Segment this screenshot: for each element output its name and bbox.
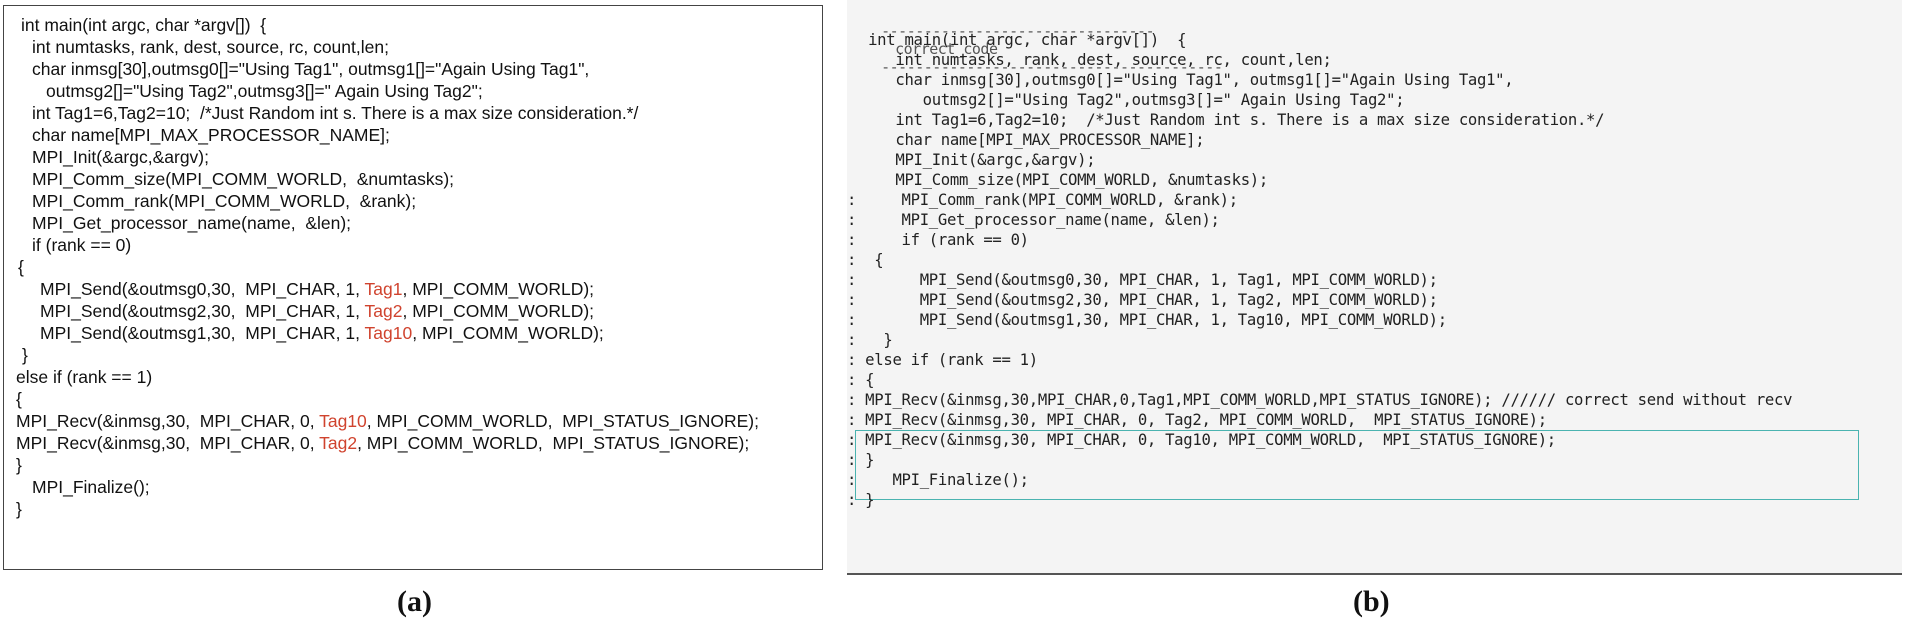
highlight-box (855, 430, 1859, 500)
code-text: , MPI_COMM_WORLD); (402, 301, 595, 321)
code-text: , MPI_COMM_WORLD, MPI_STATUS_IGNORE); (357, 433, 750, 453)
code-line: MPI_Comm_size(MPI_COMM_WORLD, &numtasks)… (32, 168, 454, 190)
code-text: , MPI_COMM_WORLD); (402, 279, 595, 299)
code-line: MPI_Recv(&inmsg,30, MPI_CHAR, 0, Tag10, … (16, 410, 759, 432)
code-text: char name[MPI_MAX_PROCESSOR_NAME]; (32, 125, 390, 145)
code-line: MPI_Comm_rank(MPI_COMM_WORLD, &rank); (32, 190, 416, 212)
code-text: } (16, 455, 22, 475)
code-line: : if (rank == 0) (847, 231, 1029, 249)
header-title: correct_code (895, 40, 998, 58)
code-text: MPI_Comm_rank(MPI_COMM_WORLD, &rank); (32, 191, 417, 211)
code-line: MPI_Comm_size(MPI_COMM_WORLD, &numtasks)… (859, 171, 1268, 189)
code-line: : MPI_Recv(&inmsg,30,MPI_CHAR,0,Tag1,MPI… (847, 391, 1793, 409)
code-line: char name[MPI_MAX_PROCESSOR_NAME]; (859, 131, 1205, 149)
code-text: int Tag1=6,Tag2=10; /*Just Random int s.… (32, 103, 639, 123)
code-line: int Tag1=6,Tag2=10; /*Just Random int s.… (32, 102, 638, 124)
code-text: MPI_Send(&outmsg2,30, MPI_CHAR, 1, (40, 301, 365, 321)
code-text: MPI_Send(&outmsg1,30, MPI_CHAR, 1, (40, 323, 365, 343)
code-text: } (16, 499, 22, 519)
code-line: int numtasks, rank, dest, source, rc, co… (32, 36, 389, 58)
header-dashes-left: -------------------------------- (881, 22, 1155, 40)
code-line: MPI_Get_processor_name(name, &len); (32, 212, 351, 234)
code-line: : else if (rank == 1) (847, 351, 1038, 369)
code-line: : MPI_Comm_rank(MPI_COMM_WORLD, &rank); (847, 191, 1238, 209)
code-line: : { (847, 251, 884, 269)
code-line: : MPI_Finalize(); (847, 471, 1029, 489)
code-text: MPI_Send(&outmsg0,30, MPI_CHAR, 1, (40, 279, 365, 299)
highlighted-tag: Tag10 (364, 323, 413, 343)
code-line: MPI_Send(&outmsg0,30, MPI_CHAR, 1, Tag1,… (40, 278, 594, 300)
code-text: { (16, 389, 22, 409)
code-text: int numtasks, rank, dest, source, rc, co… (32, 37, 389, 57)
highlighted-tag: Tag2 (364, 301, 403, 321)
code-text: MPI_Comm_size(MPI_COMM_WORLD, &numtasks)… (32, 169, 455, 189)
code-line: } (16, 498, 22, 520)
highlighted-tag: Tag1 (364, 279, 403, 299)
caption-b: (b) (1353, 585, 1390, 618)
code-text: MPI_Recv(&inmsg,30, MPI_CHAR, 0, (16, 433, 320, 453)
code-text: char inmsg[30],outmsg0[]="Using Tag1", o… (32, 59, 590, 79)
code-line: MPI_Init(&argc,&argv); (859, 151, 1096, 169)
code-line: : { (847, 371, 875, 389)
code-text: else if (rank == 1) (16, 367, 153, 387)
code-line: char inmsg[30],outmsg0[]="Using Tag1", o… (859, 71, 1514, 89)
code-text: int main(int argc, char *argv[]) { (21, 15, 267, 35)
header-rule: -------------------------------- correct… (847, 4, 1223, 94)
code-text: MPI_Get_processor_name(name, &len); (32, 213, 352, 233)
code-text: , MPI_COMM_WORLD, MPI_STATUS_IGNORE); (366, 411, 759, 431)
code-line: : MPI_Recv(&inmsg,30, MPI_CHAR, 0, Tag2,… (847, 411, 1547, 429)
code-line: MPI_Recv(&inmsg,30, MPI_CHAR, 0, Tag2, M… (16, 432, 749, 454)
code-text: if (rank == 0) (32, 235, 132, 255)
code-line: : MPI_Send(&outmsg0,30, MPI_CHAR, 1, Tag… (847, 271, 1438, 289)
code-line: MPI_Finalize(); (32, 476, 150, 498)
code-line: : MPI_Get_processor_name(name, &len); (847, 211, 1220, 229)
code-line: else if (rank == 1) (16, 366, 152, 388)
highlighted-tag: Tag2 (319, 433, 358, 453)
code-text: MPI_Finalize(); (32, 477, 150, 497)
code-line: { (18, 256, 24, 278)
code-line: int main(int argc, char *argv[]) { (21, 14, 266, 36)
code-line: : } (847, 331, 893, 349)
code-panel-b: -------------------------------- correct… (847, 0, 1902, 575)
code-line: { (16, 388, 22, 410)
highlighted-tag: Tag10 (319, 411, 367, 431)
code-line: } (16, 454, 22, 476)
code-line: int numtasks, rank, dest, source, rc, co… (859, 51, 1332, 69)
code-line: char inmsg[30],outmsg0[]="Using Tag1", o… (32, 58, 589, 80)
code-text: { (18, 257, 24, 277)
code-line: outmsg2[]="Using Tag2",outmsg3[]=" Again… (859, 91, 1405, 109)
code-line: int main(int argc, char *argv[]) { (859, 31, 1187, 49)
code-text: , MPI_COMM_WORLD); (412, 323, 604, 343)
code-text: MPI_Recv(&inmsg,30, MPI_CHAR, 0, (16, 411, 320, 431)
code-line: if (rank == 0) (32, 234, 131, 256)
caption-a: (a) (397, 585, 432, 618)
code-line: : MPI_Recv(&inmsg,30, MPI_CHAR, 0, Tag10… (847, 431, 1556, 449)
code-line: : } (847, 491, 875, 509)
code-panel-a: int main(int argc, char *argv[]) {int nu… (3, 5, 823, 570)
code-line: outmsg2[]="Using Tag2",outmsg3[]=" Again… (46, 80, 483, 102)
code-line: : MPI_Send(&outmsg1,30, MPI_CHAR, 1, Tag… (847, 311, 1447, 329)
code-line: } (22, 344, 28, 366)
code-text: } (22, 345, 28, 365)
code-line: : MPI_Send(&outmsg2,30, MPI_CHAR, 1, Tag… (847, 291, 1438, 309)
code-line: MPI_Send(&outmsg1,30, MPI_CHAR, 1, Tag10… (40, 322, 604, 344)
code-line: MPI_Init(&argc,&argv); (32, 146, 209, 168)
code-line: MPI_Send(&outmsg2,30, MPI_CHAR, 1, Tag2,… (40, 300, 594, 322)
code-line: : } (847, 451, 875, 469)
code-text: MPI_Init(&argc,&argv); (32, 147, 209, 167)
header-dashes-right: ---------------------------------------- (881, 58, 1223, 76)
code-line: int Tag1=6,Tag2=10; /*Just Random int s.… (859, 111, 1605, 129)
code-line: char name[MPI_MAX_PROCESSOR_NAME]; (32, 124, 390, 146)
code-text: outmsg2[]="Using Tag2",outmsg3[]=" Again… (46, 81, 483, 101)
